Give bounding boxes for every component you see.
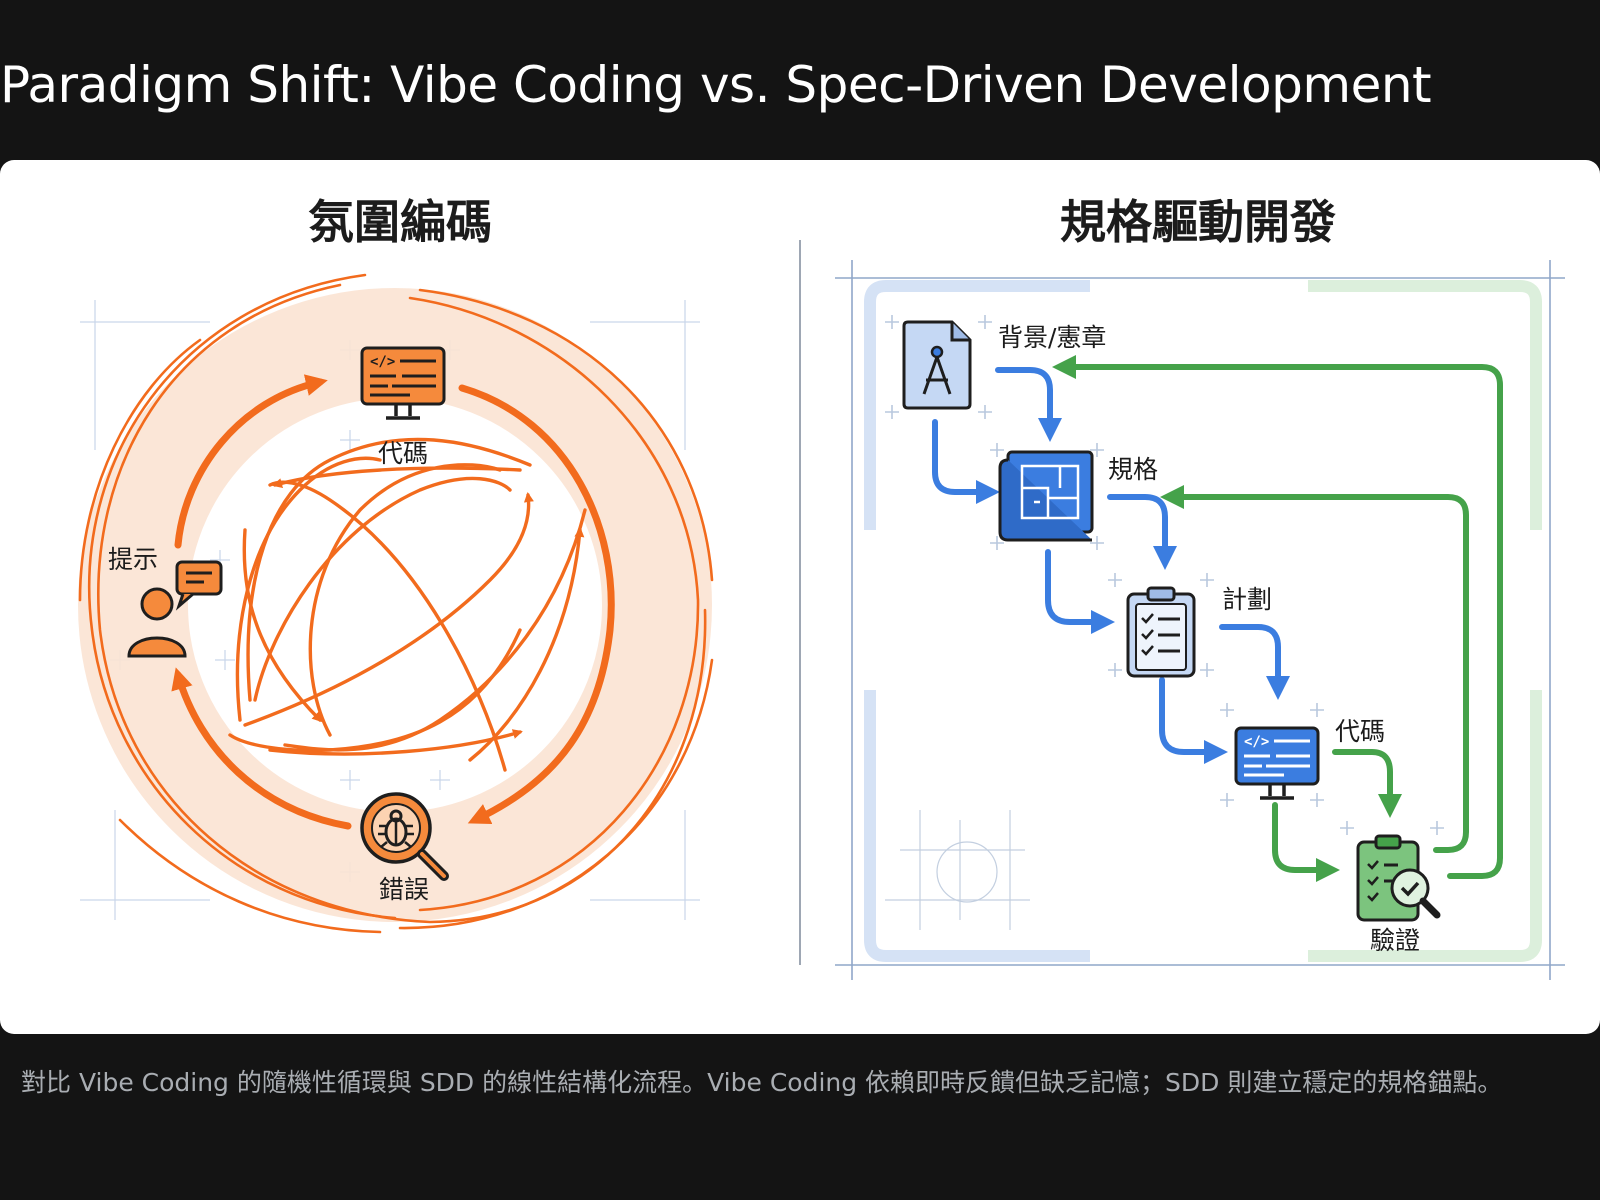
vibe-code-node: </> 代碼 xyxy=(360,346,446,468)
vibe-panel-title: 氛圍編碼 xyxy=(308,195,492,249)
sdd-code-to-verify-arrows xyxy=(1272,749,1402,882)
sdd-plus-marks xyxy=(885,315,1444,835)
sdd-context-label: 背景/憲章 xyxy=(998,323,1106,352)
person-chat-icon xyxy=(127,560,223,658)
figure-caption: 對比 Vibe Coding 的隨機性循環與 SDD 的線性結構化流程。Vibe… xyxy=(21,1068,1503,1097)
plan-to-code-arrow xyxy=(1159,677,1228,764)
svg-text:</>: </> xyxy=(1244,734,1269,750)
vibe-code-label: 代碼 xyxy=(378,439,428,468)
document-compass-icon xyxy=(902,320,972,410)
clipboard-verify-icon xyxy=(1356,834,1441,922)
clipboard-checklist-icon xyxy=(1126,586,1196,678)
verify-to-spec-arrow xyxy=(1160,485,1469,853)
sdd-code-label: 代碼 xyxy=(1335,717,1385,746)
sdd-panel: 規格驅動開發 xyxy=(835,195,1565,980)
vibe-chaos-arrows xyxy=(228,437,587,772)
spec-label-to-plan-arrow xyxy=(1107,494,1177,570)
blueprint-icon xyxy=(998,450,1094,542)
code-to-bug-arrow xyxy=(458,384,615,824)
vibe-main-cycle xyxy=(171,374,615,830)
sdd-verify-node: 驗證 xyxy=(1356,834,1441,955)
svg-text:</>: </> xyxy=(370,354,395,370)
bug-to-prompt-arrow xyxy=(171,667,352,830)
sdd-frame xyxy=(835,260,1565,980)
sdd-feedback-arrows xyxy=(1052,355,1503,879)
sdd-code-node: </> 代碼 xyxy=(1234,717,1385,800)
sdd-plan-node: 計劃 xyxy=(1126,585,1272,678)
context-label-to-spec-arrow xyxy=(995,367,1062,442)
page-title: Paradigm Shift: Vibe Coding vs. Spec-Dri… xyxy=(0,56,1432,114)
monitor-code-icon: </> xyxy=(360,346,446,420)
sdd-panel-title: 規格驅動開發 xyxy=(1060,195,1336,249)
context-to-spec-arrow xyxy=(932,419,1000,504)
vibe-prompt-node: 提示 xyxy=(108,545,223,658)
spec-to-plan-arrow xyxy=(1045,549,1115,634)
sdd-spec-node: 規格 xyxy=(998,450,1158,542)
plan-label-to-code-arrow xyxy=(1219,624,1290,700)
vibe-ring-fill xyxy=(78,288,712,922)
code-to-verify-arrow xyxy=(1272,802,1340,882)
comparison-diagram: 氛圍編碼 xyxy=(78,195,1565,980)
verify-to-context-arrow xyxy=(1052,355,1503,879)
vibe-panel: 氛圍編碼 xyxy=(78,195,714,934)
bug-magnifier-icon xyxy=(360,792,449,881)
vibe-outer-swirl xyxy=(78,273,714,934)
vibe-bug-node: 錯誤 xyxy=(360,792,449,904)
prompt-to-code-arrow xyxy=(174,374,328,549)
code-label-to-verify-arrow xyxy=(1332,749,1402,818)
monitor-code-icon: </> xyxy=(1234,726,1320,800)
sdd-context-node: 背景/憲章 xyxy=(902,320,1106,410)
sdd-forward-arrows xyxy=(932,367,1290,764)
sdd-plan-label: 計劃 xyxy=(1222,585,1272,614)
figure-card: 氛圍編碼 xyxy=(0,160,1600,1034)
sdd-spec-label: 規格 xyxy=(1108,455,1158,484)
vibe-prompt-label: 提示 xyxy=(108,545,158,574)
sdd-verify-label: 驗證 xyxy=(1370,926,1420,955)
vibe-bug-label: 錯誤 xyxy=(379,875,429,904)
